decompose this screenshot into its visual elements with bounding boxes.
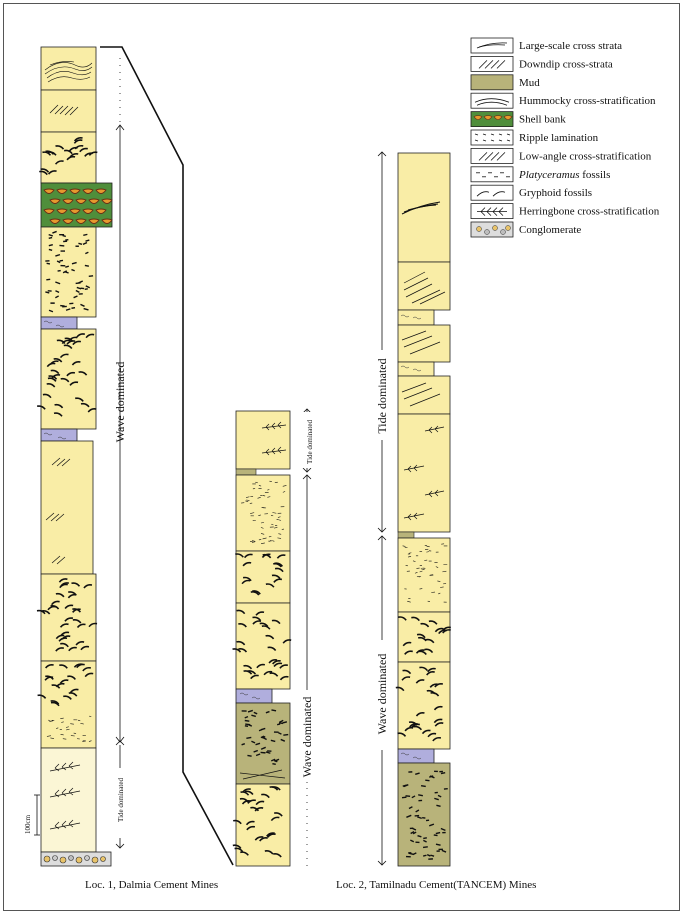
legend-item-low-angle: Low-angle cross-stratification	[470, 147, 652, 164]
legend-item-ripple: Ripple lamination	[470, 129, 599, 146]
loc1-tide-label: Tide dominated	[117, 778, 125, 822]
legend-label-gryphoid: Gryphoid fossils	[519, 187, 592, 199]
loc2-bed-herringbone	[397, 413, 451, 533]
loc2-caption: Loc. 2, Tamilnadu Cement(TANCEM) Mines	[336, 879, 536, 891]
legend-swatch-low-angle	[470, 147, 514, 164]
legend-label-ripple: Ripple lamination	[519, 132, 599, 144]
loc2-wave-label: Wave dominated	[375, 654, 389, 735]
bed-gryphoid-3	[40, 573, 97, 662]
mid-bed-herringbone	[235, 410, 291, 470]
correlation-line	[100, 46, 234, 866]
legend-label-shell-bank: Shell bank	[519, 114, 566, 126]
loc1-wave-label: Wave dominated	[113, 362, 127, 443]
herringbone-marks	[49, 761, 81, 830]
mid-ranges	[302, 408, 312, 866]
bed-downdip	[40, 89, 97, 133]
legend-swatch-downdip-cross-strata	[470, 56, 514, 72]
mid-mud-squiggles	[239, 692, 261, 700]
column-loc2: Tide dominated Wave dominated	[375, 151, 451, 867]
bed-downdip-2	[40, 440, 94, 575]
legend-swatch-large-scale-cross-strata	[470, 37, 514, 54]
legend-item-platyceramus: Platyceramus fossils	[470, 166, 610, 183]
legend-swatch-hummocky	[470, 92, 514, 109]
loc2-bed-downdip	[397, 261, 451, 311]
legend-label-mud: Mud	[519, 77, 540, 89]
legend-swatch-mud	[470, 74, 514, 91]
scale-bar: 100cm	[24, 794, 40, 836]
mid-tide-label: Tide dominated	[306, 420, 314, 464]
mud-squiggles-1	[43, 320, 67, 440]
bed-hummocky	[40, 46, 97, 91]
legend-swatch-gryphoid	[470, 184, 514, 201]
fossil-marks	[36, 136, 98, 742]
loc2-bed-downdip-3	[397, 375, 451, 415]
legend-item-downdip-cross-strata: Downdip cross-strata	[470, 56, 613, 72]
loc2-bed-ripple	[397, 537, 451, 613]
legend-swatch-platyceramus	[470, 166, 514, 183]
figure-frame	[3, 3, 680, 911]
legend-label-large-scale-cross-strata: Large-scale cross strata	[519, 40, 622, 52]
legend-item-mud: Mud	[470, 74, 540, 91]
legend-label-herringbone: Herringbone cross-stratification	[519, 206, 660, 218]
shell-marks	[43, 188, 113, 224]
legend-label-low-angle: Low-angle cross-stratification	[519, 150, 652, 162]
loc2-bed-mud	[397, 531, 415, 539]
loc2-mud-squiggles	[400, 314, 422, 760]
loc2-bed-lilac-3	[397, 748, 435, 764]
legend-swatch-herringbone	[470, 203, 514, 220]
loc2-fossil-marks	[395, 543, 451, 860]
loc2-bed-large-cross	[397, 152, 451, 263]
loc1-ranges	[115, 58, 125, 849]
legend-item-herringbone: Herringbone cross-stratification	[470, 203, 660, 220]
downdip-marks	[45, 104, 79, 565]
legend-label-platyceramus: Platyceramus fossils	[518, 169, 610, 181]
legend-swatch-ripple	[470, 129, 514, 146]
mid-wave-label: Wave dominated	[300, 697, 314, 778]
legend-label-downdip-cross-strata: Downdip cross-strata	[519, 58, 613, 70]
legend-label-conglomerate: Conglomerate	[519, 224, 581, 236]
legend-item-hummocky: Hummocky cross-stratification	[470, 92, 656, 109]
loc2-herringbone-marks	[403, 425, 445, 521]
conglomerate-marks	[43, 855, 106, 864]
mid-herringbone-marks	[239, 421, 287, 780]
loc2-ranges	[377, 151, 387, 866]
loc1-caption: Loc. 1, Dalmia Cement Mines	[85, 879, 218, 891]
loc2-tide-label: Tide dominated	[375, 358, 389, 433]
loc2-downdip-marks	[401, 271, 446, 407]
legend-item-gryphoid: Gryphoid fossils	[470, 184, 592, 201]
mid-bed-ripple	[235, 474, 291, 552]
mid-bed-lilac	[235, 688, 273, 704]
legend-swatch-shell-bank	[470, 111, 514, 127]
bed-herringbone	[40, 747, 97, 853]
legend-item-conglomerate: Conglomerate	[470, 221, 581, 238]
hummocky-marks	[44, 61, 93, 83]
bed-mud-lilac	[40, 316, 78, 330]
bed-mud-lilac-2	[40, 428, 78, 442]
column-loc1: 100cm Wave dominated Tide dominated	[24, 46, 127, 867]
mid-bed-gryphoid-3	[235, 783, 291, 867]
legend-item-large-scale-cross-strata: Large-scale cross strata	[470, 37, 622, 54]
loc2-large-cross-marks	[401, 201, 441, 215]
scale-label: 100cm	[24, 814, 32, 834]
loc2-bed-downdip-2	[397, 324, 451, 363]
column-mid: Tide dominated Wave dominated	[232, 408, 314, 867]
bed-platyceramus	[40, 226, 97, 318]
mid-bed-mud	[235, 468, 257, 476]
legend-label-hummocky: Hummocky cross-stratification	[519, 95, 656, 107]
mid-fossil-marks	[232, 480, 292, 858]
mid-bed-gryphoid-2	[235, 602, 291, 690]
legend-item-shell-bank: Shell bank	[470, 111, 566, 127]
